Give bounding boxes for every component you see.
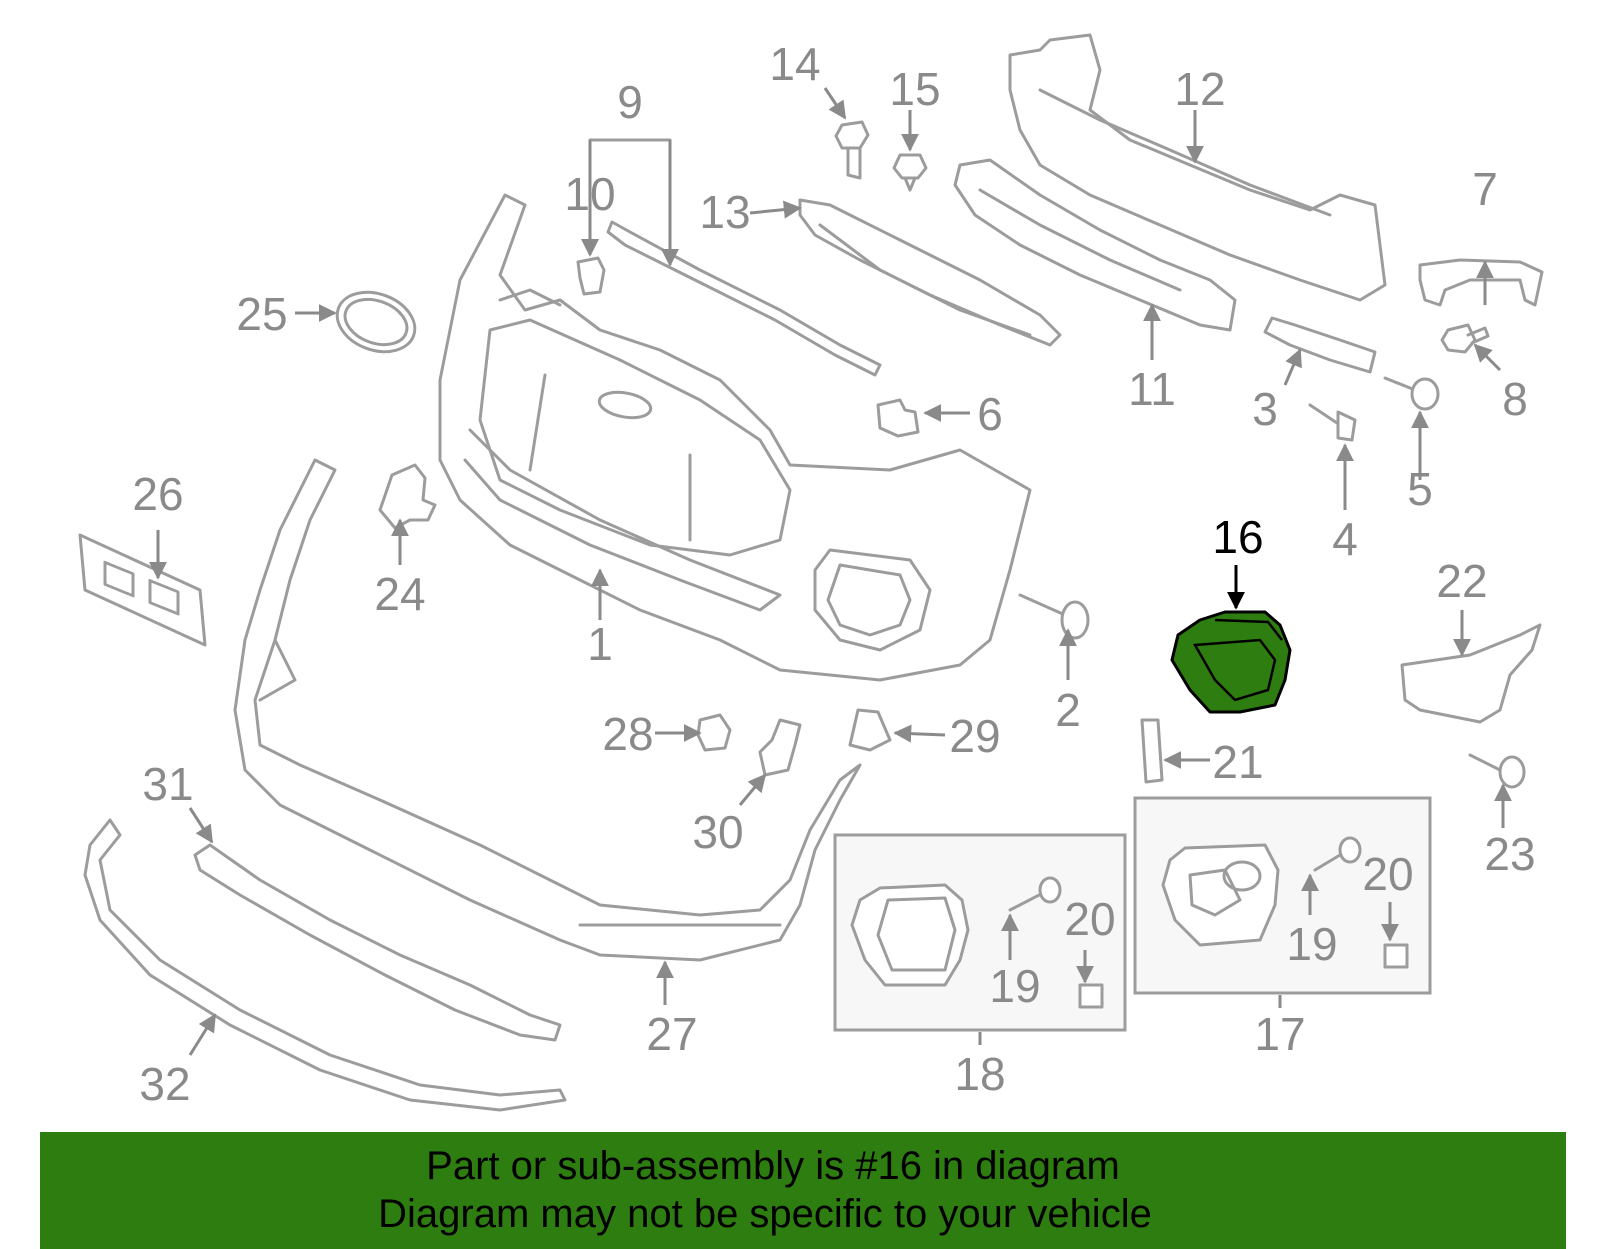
part-5-bolt <box>1383 376 1440 411</box>
callout-7: 7 <box>1472 163 1498 215</box>
callout-32: 32 <box>139 1058 190 1110</box>
part-28-clip <box>696 713 732 752</box>
callout-15: 15 <box>889 63 940 115</box>
callout-20-box18: 20 <box>1064 893 1115 945</box>
part-23-bolt <box>1468 753 1526 789</box>
part-14-bolt <box>834 120 870 180</box>
callout-25: 25 <box>236 288 287 340</box>
callout-10: 10 <box>564 168 615 220</box>
part-3-bracket <box>1263 316 1377 374</box>
callout-13: 13 <box>699 186 750 238</box>
part-1-bumper-cover <box>438 193 1032 682</box>
sub-assembly-17-box <box>1133 796 1432 995</box>
part-6-bracket <box>876 398 920 438</box>
callout-14: 14 <box>769 38 820 90</box>
part-31-lower-strip <box>193 843 562 1042</box>
callout-8: 8 <box>1502 373 1528 425</box>
part-8-bolt <box>1440 323 1490 354</box>
callout-31: 31 <box>142 758 193 810</box>
callout-19-box17: 19 <box>1286 918 1337 970</box>
part-7-bracket <box>1418 258 1544 307</box>
callout-18: 18 <box>954 1048 1005 1100</box>
callout-20-box17: 20 <box>1362 848 1413 900</box>
callout-28: 28 <box>602 708 653 760</box>
part-32-skid-strip <box>83 818 567 1112</box>
callout-9: 9 <box>617 76 643 128</box>
callout-30: 30 <box>692 806 743 858</box>
part-29-clip <box>848 708 892 752</box>
callout-11: 11 <box>1128 363 1176 415</box>
part-24-bracket <box>378 463 437 530</box>
callout-labels: 1 2 3 4 5 6 7 8 9 10 11 12 13 14 15 16 1… <box>132 38 1535 1110</box>
part-25-emblem <box>335 290 417 354</box>
callout-16: 16 <box>1212 511 1263 563</box>
banner-line-disclaimer: Diagram may not be specific to your vehi… <box>378 1192 1152 1236</box>
leader-lines <box>149 87 1512 1056</box>
callout-29: 29 <box>949 710 1000 762</box>
callout-27: 27 <box>646 1008 697 1060</box>
callout-5: 5 <box>1407 463 1433 515</box>
part-11-absorber <box>953 158 1237 332</box>
callout-6: 6 <box>977 388 1003 440</box>
part-10-clip <box>576 256 606 296</box>
part-26-plate-bracket <box>78 533 207 647</box>
part-22-bracket <box>1400 623 1542 724</box>
part-27-lower-frame <box>233 458 862 962</box>
callout-22: 22 <box>1436 555 1487 607</box>
callout-12: 12 <box>1174 63 1225 115</box>
callout-2: 2 <box>1055 684 1081 736</box>
part-15-clip <box>892 153 928 192</box>
part-12-beam <box>1008 33 1387 302</box>
banner-line-part: Part or sub-assembly is #16 in diagram <box>426 1144 1120 1188</box>
callout-1: 1 <box>587 618 613 670</box>
callout-21: 21 <box>1212 736 1263 788</box>
callout-23: 23 <box>1484 828 1535 880</box>
callout-24: 24 <box>374 568 425 620</box>
sub-assembly-18-box <box>833 833 1127 1032</box>
part-30-bracket <box>758 718 802 777</box>
part-16-fog-lamp-cover <box>1170 610 1292 714</box>
callout-26: 26 <box>132 468 183 520</box>
callout-4: 4 <box>1332 513 1358 565</box>
callout-3: 3 <box>1252 383 1278 435</box>
part-2-bolt <box>1018 593 1090 640</box>
callout-17: 17 <box>1254 1008 1305 1060</box>
part-13-bracket <box>798 198 1062 347</box>
part-21-strip <box>1140 718 1164 784</box>
callout-19-box18: 19 <box>989 960 1040 1012</box>
info-banner: Part or sub-assembly is #16 in diagram D… <box>40 1132 1566 1249</box>
part-4-bolt <box>1308 403 1357 442</box>
